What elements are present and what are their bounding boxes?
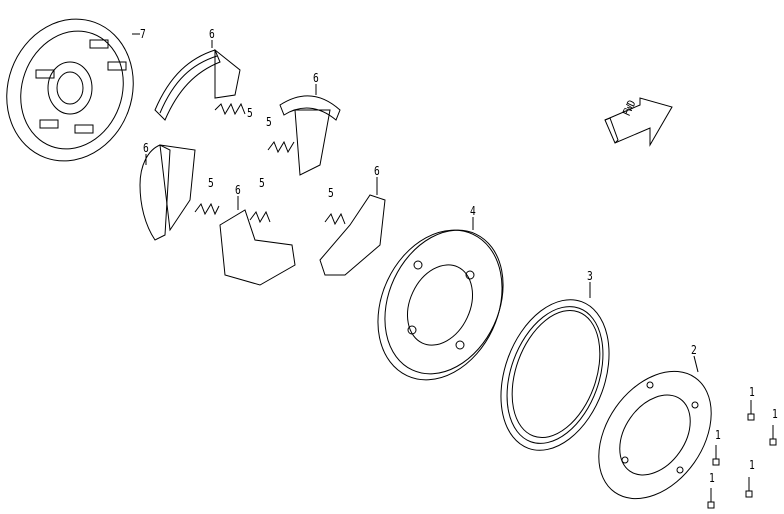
- label-4: 4: [470, 204, 476, 218]
- label-1: 1: [772, 407, 778, 421]
- label-1: 1: [715, 428, 721, 442]
- label-1: 1: [749, 385, 755, 399]
- label-5: 5: [328, 186, 334, 200]
- bolt-parts-1: [707, 400, 777, 509]
- label-5: 5: [259, 176, 265, 190]
- label-1: 1: [749, 458, 755, 472]
- plate-part-4: [377, 217, 504, 381]
- label-2: 2: [691, 343, 697, 357]
- label-6: 6: [143, 141, 149, 155]
- fwd-arrow-icon: [604, 97, 673, 147]
- ring-part-3: [500, 282, 610, 451]
- shoe-parts-6: [139, 40, 386, 286]
- label-1: 1: [709, 471, 715, 485]
- label-6: 6: [313, 71, 319, 85]
- label-6: 6: [374, 164, 380, 178]
- hub-part-7: [6, 18, 140, 162]
- label-5: 5: [247, 106, 253, 120]
- label-6: 6: [209, 27, 215, 41]
- label-5: 5: [208, 176, 214, 190]
- spring-parts-5: [194, 102, 346, 226]
- label-7: 7: [140, 27, 146, 41]
- label-5: 5: [266, 115, 272, 129]
- label-6: 6: [235, 183, 241, 197]
- label-3: 3: [587, 269, 593, 283]
- cover-part-2: [598, 355, 712, 500]
